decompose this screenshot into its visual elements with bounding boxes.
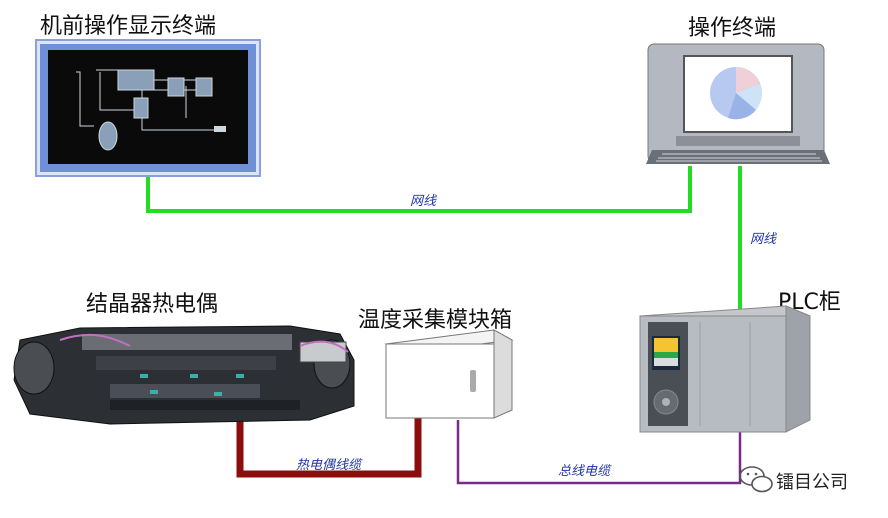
- temperature-module-box: [384, 329, 514, 419]
- operation-terminal-label: 操作终端: [688, 16, 777, 41]
- network-wire-label-vertical: 网线: [750, 232, 777, 247]
- mould-thermocouple-equipment: [13, 325, 355, 425]
- bus-cable-label: 总线电缆: [558, 464, 611, 479]
- thermocouple-cable: [236, 416, 422, 478]
- network-wire-label-horizontal: 网线: [410, 194, 437, 209]
- thermocouple-label: 结晶器热电偶: [86, 292, 219, 317]
- operation-terminal-computer: [646, 43, 830, 164]
- wechat-logo-icon: [739, 466, 773, 493]
- plc-cabinet: [639, 305, 811, 433]
- operator-display-screen: [35, 39, 261, 177]
- watermark-brand: 镭目公司: [776, 472, 848, 493]
- thermocouple-cable-label: 热电偶线缆: [296, 458, 362, 473]
- bus-cable: [456, 420, 742, 485]
- operator-screen-label: 机前操作显示终端: [40, 14, 217, 39]
- network-wire-horizontal: [146, 166, 692, 213]
- temp-module-box-label: 温度采集模块箱: [358, 308, 513, 333]
